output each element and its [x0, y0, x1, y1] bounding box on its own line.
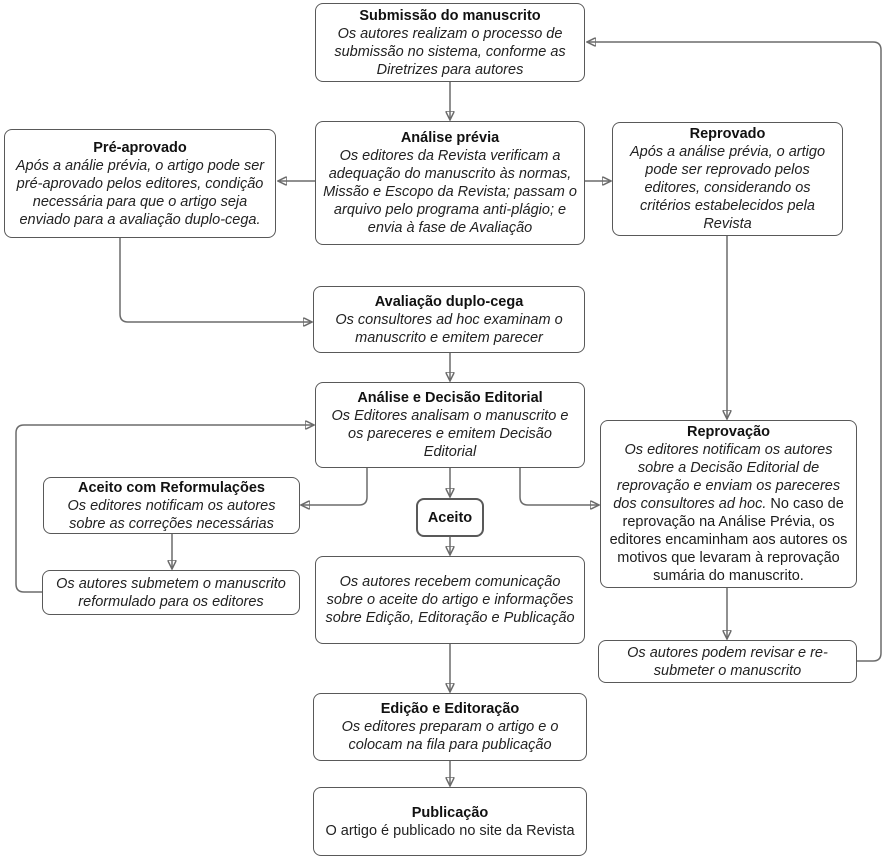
node-title: Aceito — [427, 509, 473, 526]
node-aceito: Aceito — [416, 498, 484, 537]
node-body: Os editores da Revista verificam a adequ… — [323, 148, 577, 236]
node-body: Após a análie prévia, o artigo pode ser … — [15, 157, 265, 228]
node-reprovacao: Reprovação Os editores notificam os auto… — [600, 420, 857, 588]
edge-decisao-reprovacao — [519, 468, 599, 505]
node-analise-decisao-editorial: Análise e Decisão Editorial Os Editores … — [315, 382, 585, 468]
node-title: Análise prévia — [400, 130, 500, 146]
edge-pre-aprovado-avaliacao — [119, 238, 312, 322]
node-body: Os Editores analisam o manuscrito e os p… — [331, 408, 569, 460]
node-title: Edição e Editoração — [380, 701, 520, 717]
node-title: Aceito com Reformulações — [78, 479, 265, 496]
node-title: Reprovação — [686, 424, 770, 440]
node-body: Os editores notificam os autores sobre a… — [609, 441, 848, 585]
node-body: Os editores notificam os autores sobre a… — [67, 497, 276, 532]
node-title: Reprovado — [689, 126, 766, 142]
node-title: Avaliação duplo-cega — [374, 293, 524, 310]
node-title: Análise e Decisão Editorial — [357, 390, 543, 406]
node-analise-previa: Análise prévia Os editores da Revista ve… — [315, 121, 585, 245]
node-body: Os consultores ad hoc examinam o manuscr… — [335, 311, 563, 346]
node-body: Os autores podem revisar e re-submeter o… — [627, 644, 828, 679]
node-body: Após a análise prévia, o artigo pode ser… — [629, 144, 826, 232]
node-avaliacao-duplo-cega: Avaliação duplo-cega Os consultores ad h… — [313, 286, 585, 353]
edge-submetem-decisao-loop — [15, 425, 314, 593]
node-revisar-resubmeter: Os autores podem revisar e re-submeter o… — [598, 640, 857, 683]
node-body: O artigo é publicado no site da Revista — [325, 822, 575, 839]
node-body: Os autores realizam o processo de submis… — [334, 25, 566, 78]
node-publicacao: Publicação O artigo é publicado no site … — [313, 787, 587, 856]
edge-decisao-aceito-reform — [301, 468, 368, 505]
node-recebem-comunicacao: Os autores recebem comunicação sobre o a… — [315, 556, 585, 644]
node-submissao-manuscrito: Submissão do manuscrito Os autores reali… — [315, 3, 585, 82]
node-body-regular: No caso de reprovação na Análise Prévia,… — [609, 496, 848, 584]
node-reprovado: Reprovado Após a análise prévia, o artig… — [612, 122, 843, 236]
node-body: Os autores recebem comunicação sobre o a… — [325, 574, 575, 626]
node-body: Os editores preparam o artigo e o coloca… — [341, 719, 559, 753]
node-aceito-com-reformulacoes: Aceito com Reformulações Os editores not… — [43, 477, 300, 534]
node-body-italic: Os editores notificam os autores sobre a… — [613, 442, 841, 512]
node-body: Os autores submetem o manuscrito reformu… — [56, 575, 286, 610]
node-title: Pré-aprovado — [93, 139, 187, 156]
node-edicao-editoracao: Edição e Editoração Os editores preparam… — [313, 693, 587, 761]
node-submetem-reformulado: Os autores submetem o manuscrito reformu… — [42, 570, 300, 615]
edge-revisar-submissao-loop — [587, 42, 882, 662]
node-title: Submissão do manuscrito — [359, 7, 541, 24]
node-pre-aprovado: Pré-aprovado Após a análie prévia, o art… — [4, 129, 276, 238]
node-title: Publicação — [411, 804, 489, 821]
